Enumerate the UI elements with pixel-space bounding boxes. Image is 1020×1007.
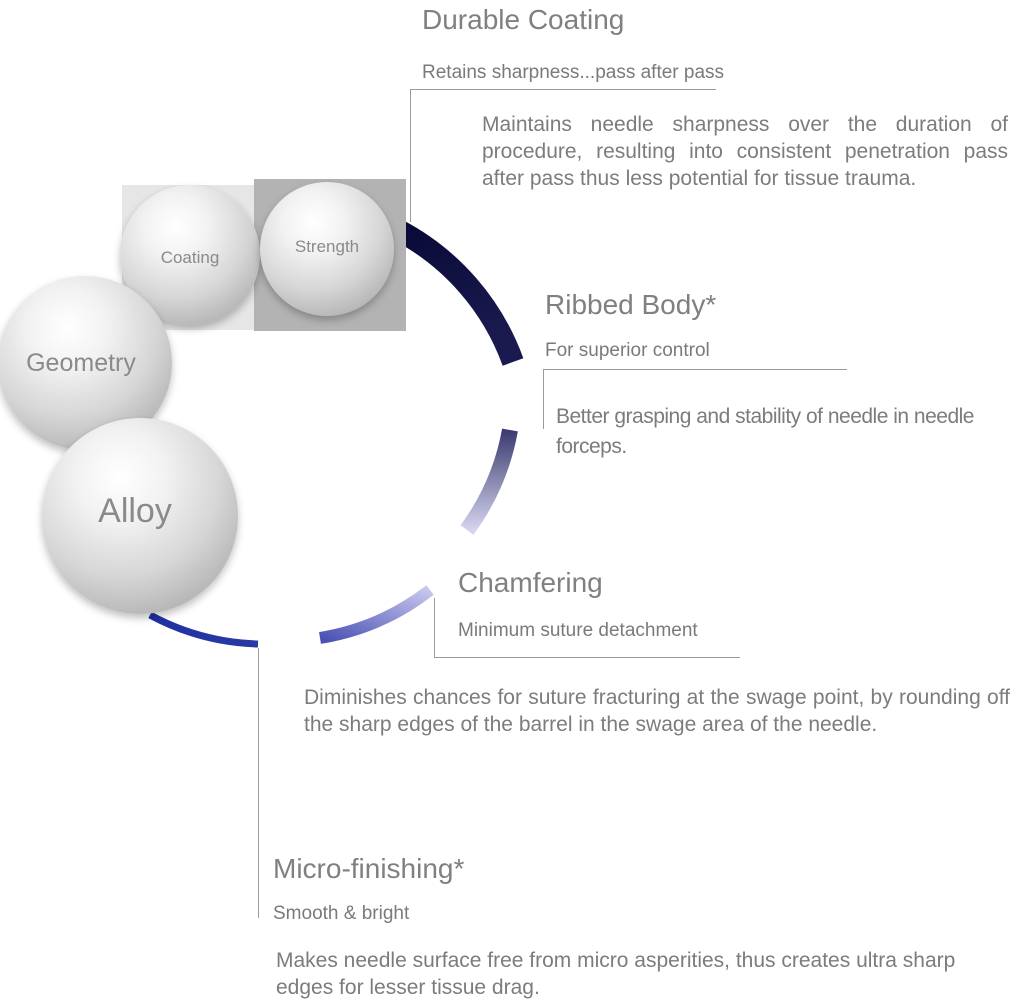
micro-finishing-title: Micro-finishing* [273,853,465,884]
chamfering-leader [434,598,435,658]
sphere-geometry-label: Geometry [26,348,136,377]
chamfering-rule [434,657,740,658]
ribbed-body-title: Ribbed Body* [545,289,717,320]
sphere-strength: Strength [260,182,394,316]
arc-durable-coating [392,220,524,366]
durable-coating-rule [410,89,716,90]
ribbed-body-rule [543,369,847,370]
chamfering-title: Chamfering [458,567,603,598]
micro-finishing-description: Makes needle surface free from micro asp… [276,949,956,999]
durable-coating-title: Durable Coating [422,4,625,35]
durable-coating-leader [410,89,411,222]
ribbed-body-subtitle: For superior control [545,340,710,361]
arc-micro-finishing [148,611,259,648]
sphere-coating: Coating [120,185,260,325]
sphere-alloy-label: Alloy [98,491,172,530]
sphere-strength-label: Strength [294,237,360,256]
arc-ribbed-body [460,428,518,535]
chamfering-description: Diminishes chances for suture fracturing… [304,686,1010,736]
micro-finishing-leader [258,648,259,918]
arc-chamfering [319,585,434,644]
durable-coating-subtitle: Retains sharpness...pass after pass [422,62,725,83]
sphere-alloy: Alloy [42,418,238,614]
sphere-coating-label: Coating [160,248,220,267]
durable-coating-description: Maintains needle sharpness over the dura… [482,113,1008,190]
chamfering-subtitle: Minimum suture detachment [458,620,698,641]
ribbed-body-leader [543,369,544,429]
ribbed-body-description: Better grasping and stability of needle … [556,405,974,458]
micro-finishing-subtitle: Smooth & bright [273,903,410,924]
